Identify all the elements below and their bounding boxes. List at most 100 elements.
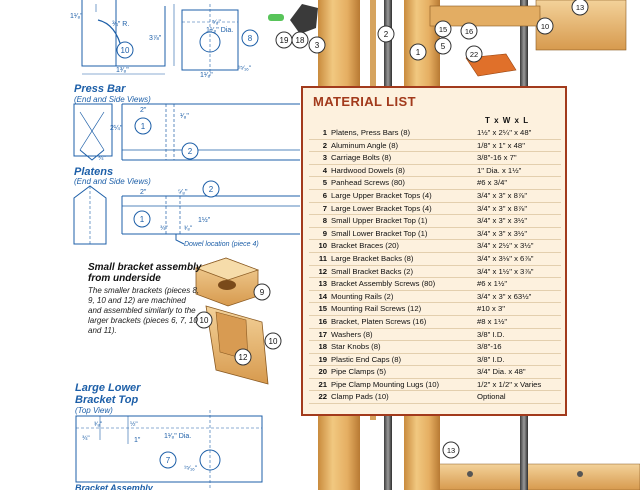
- small-bracket-title-1: Small bracket assembly: [88, 262, 202, 273]
- callout-10-circle: [116, 41, 134, 59]
- pb-callout-2-label: 2: [188, 147, 193, 156]
- material-num: 2: [322, 140, 327, 150]
- material-part: Mounting Rails (2): [331, 291, 394, 301]
- material-list-row: 19 Plastic End Caps (8) 3/8" I.D.: [309, 354, 561, 367]
- material-part: Pipe Clamp Mounting Lugs (10): [331, 379, 440, 389]
- material-size: 1/8" x 1" x 48": [477, 140, 525, 150]
- dim-dia-114: 1¹⁄₈" Dia.: [206, 27, 233, 34]
- material-size: 1" Dia. x 1½": [477, 165, 522, 175]
- platens-title: Platens: [74, 166, 114, 178]
- material-num: 1: [322, 128, 327, 137]
- dim-58: ⁵⁄₈": [212, 19, 221, 26]
- callout-13-bottom-circle: [442, 441, 460, 459]
- material-part: Small Upper Bracket Top (1): [331, 216, 428, 226]
- large-lower-title-2: Bracket Top: [75, 394, 139, 406]
- material-num: 19: [318, 354, 327, 364]
- material-size: #8 x 1½": [477, 316, 508, 326]
- material-num: 4: [322, 165, 327, 175]
- material-list-title: MATERIAL LIST: [313, 94, 416, 109]
- callout-5-circle: [434, 37, 452, 55]
- callout-8-circle: [241, 29, 259, 47]
- callout-5-label: 5: [441, 42, 446, 51]
- pl-dim-2: 2": [140, 189, 147, 196]
- callout-7-circle: [159, 451, 177, 469]
- callout-15-label: 15: [439, 25, 447, 34]
- callout-10b-circle: [195, 311, 213, 329]
- material-part: Clamp Pads (10): [331, 392, 389, 402]
- material-num: 21: [318, 379, 327, 389]
- material-list-header: T x W x L: [485, 116, 530, 125]
- pl-dim-112: 1½": [198, 216, 211, 224]
- callout-19-label: 19: [280, 36, 289, 45]
- callout-7-label: 7: [166, 456, 171, 465]
- material-size: 3/4" x 3" x 8⅞": [477, 203, 528, 213]
- callout-16-label: 16: [465, 27, 473, 36]
- material-num: 5: [322, 178, 327, 188]
- material-num: 3: [322, 153, 327, 163]
- ll-dim-dia: 1¹⁄₈" Dia.: [164, 433, 191, 440]
- material-num: 10: [318, 241, 327, 251]
- press-bar-subtitle: (End and Side Views): [74, 95, 151, 104]
- ll-dim-12: ½": [130, 420, 138, 428]
- press-bar-title: Press Bar: [74, 83, 126, 95]
- pl-dim-58: ⁵⁄₈": [178, 189, 188, 196]
- material-part: Bracket Assembly Screws (80): [331, 279, 436, 289]
- material-part: Hardwood Dowels (8): [331, 165, 405, 175]
- material-num: 12: [318, 266, 327, 276]
- material-size: 3/8" I.D.: [477, 329, 505, 339]
- ll-dim-34: ¾": [82, 435, 90, 442]
- callout-3-label: 3: [315, 41, 320, 50]
- dim-radius: ¾" R.: [112, 21, 129, 28]
- dim-top-width: 1¹⁄₈": [70, 13, 83, 20]
- callout-2-top-label: 2: [384, 30, 389, 39]
- pb-callout-1-label: 1: [141, 122, 146, 131]
- material-size: #6 x 3/4": [477, 178, 508, 188]
- callout-12-circle: [234, 348, 252, 366]
- material-size: 1½" x 2¼" x 48": [477, 128, 532, 137]
- pb-dim-34: ¾": [98, 155, 106, 162]
- bracket-assembly-cut-caption: Bracket Assembly: [75, 484, 153, 490]
- material-part: Small Bracket Backs (2): [331, 266, 414, 276]
- dim-1516: ¹⁵⁄₁₆": [238, 65, 252, 72]
- callout-1-top-label: 1: [416, 48, 421, 57]
- material-part: Plastic End Caps (8): [331, 354, 402, 364]
- material-num: 17: [318, 329, 327, 339]
- material-num: 11: [318, 253, 327, 263]
- material-num: 6: [322, 190, 327, 200]
- material-num: 13: [318, 279, 327, 289]
- material-part: Aluminum Angle (8): [331, 140, 399, 150]
- material-part: Star Knobs (8): [331, 342, 381, 352]
- platens-subtitle: (End and Side Views): [74, 177, 151, 186]
- small-bracket-illustration: [194, 257, 269, 385]
- dim-114: 1¹⁄₈": [200, 72, 213, 79]
- press-bar-drawing: [73, 103, 300, 161]
- material-num: 22: [318, 392, 327, 402]
- material-size: 3/8" I.D.: [477, 354, 505, 364]
- material-num: 9: [322, 228, 327, 238]
- pl-callout-2-circle: [202, 180, 220, 198]
- callout-10-top-circle: [536, 17, 554, 35]
- material-list-row: 2 Aluminum Angle (8) 1/8" x 1" x 48": [309, 140, 561, 153]
- callout-10-label: 10: [121, 46, 130, 55]
- small-bracket-top-drawing: [181, 4, 239, 76]
- callout-13-top-label: 13: [576, 3, 584, 12]
- callout-10b-label: 10: [200, 316, 209, 325]
- ll-dim-1: 1": [134, 437, 141, 444]
- material-size: 1/2" x 1/2" x Varies: [477, 379, 542, 389]
- material-part: Small Lower Bracket Top (1): [331, 228, 428, 238]
- large-lower-bracket-drawing: [75, 410, 263, 488]
- callout-9-label: 9: [260, 288, 265, 297]
